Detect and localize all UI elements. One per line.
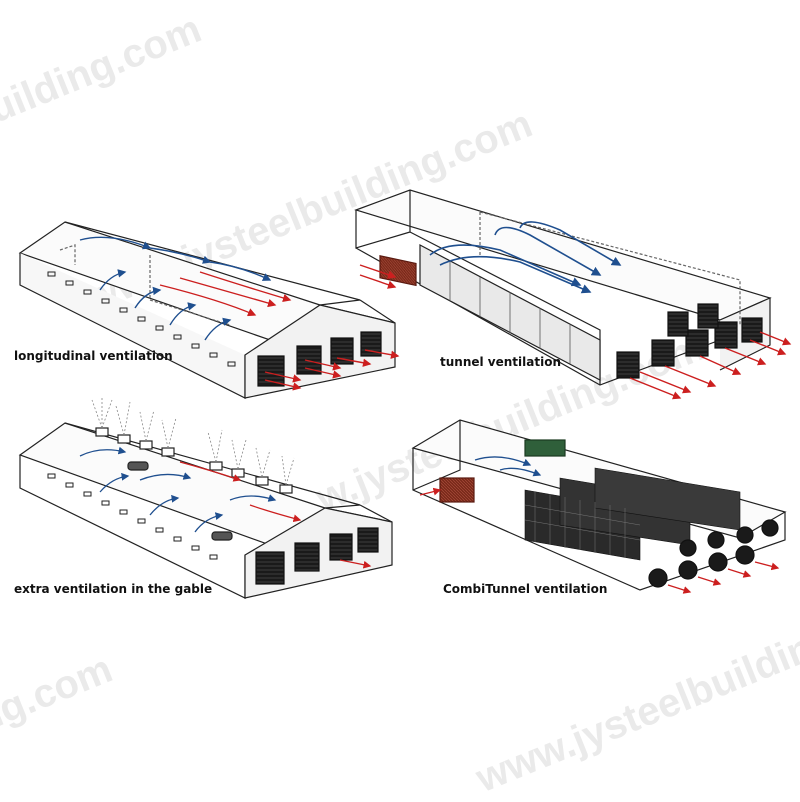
fan-icon — [255, 527, 379, 585]
caption-combi: CombiTunnel ventilation — [443, 582, 607, 596]
caption-longitudinal: longitudinal ventilation — [14, 349, 173, 363]
panel-tunnel — [354, 189, 792, 400]
caption-tunnel: tunnel ventilation — [440, 355, 561, 369]
heater-icon — [127, 461, 233, 541]
fan-icon — [648, 519, 779, 588]
caption-gable: extra ventilation in the gable — [14, 582, 212, 596]
panel-gable — [18, 396, 393, 599]
panel-combi — [411, 419, 787, 594]
fan-icon — [616, 303, 763, 379]
panel-longitudinal — [18, 221, 400, 399]
